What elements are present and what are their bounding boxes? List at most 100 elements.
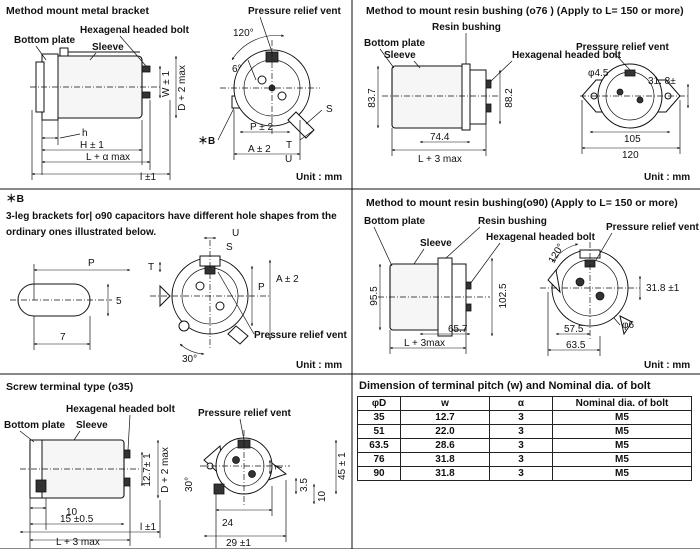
table-cell: M5 [552,466,692,481]
p3-u-dim: U [232,228,239,239]
p1-h1-dim: H ± 1 [80,140,104,151]
p3-seven-dim: 7 [60,332,66,343]
panel1-title: Method mount metal bracket [6,5,149,17]
table-cell: M5 [552,410,692,425]
table-cell: 51 [357,424,401,439]
table-cell: 63.5 [357,438,401,453]
p5-dim-15: 15 ±0.5 [60,514,94,525]
p5-dim-l1: l ±1 [140,522,156,533]
p2-dim-120: 120 [622,150,639,161]
table-row: 63.5 28.6 3 M5 [357,438,692,453]
capacitor-side-view [30,47,160,121]
three-leg-bracket-front [150,240,270,350]
table-cell: 3 [489,452,553,467]
table-row: 35 12.7 3 M5 [357,410,692,425]
table-cell: 31.8 [400,466,490,481]
table-cell: 28.6 [400,438,490,453]
p2-dim-phi45: φ4.5 [588,68,609,79]
p5-pressure-vent-label: Pressure relief vent [198,408,291,419]
table-cell: M5 [552,438,692,453]
screw-terminal-side-view [20,439,140,499]
p1-angle-6: 6° [232,64,242,75]
panel-screw-terminal: Screw terminal type (o35) Hexagenal head… [4,381,348,549]
capacitor-76-front-view [580,63,690,129]
p5-hex-bolt-label: Hexagenal headed bolt [66,404,176,415]
p4-unit: Unit : mm [644,360,690,371]
p1-hex-bolt-label: Hexagenal headed bolt [80,25,190,36]
panel-metal-bracket: Method mount metal bracket Bottom plate … [6,5,342,183]
p1-l1-dim: l ±1 [140,172,156,183]
p2-dim-105: 105 [624,134,641,145]
p4-hex-bolt-label: Hexagenal headed bolt [486,232,596,243]
table-cell: 3 [489,410,553,425]
table-row: 51 22.0 3 M5 [357,424,692,439]
p4-dim-57-5: 57.5 [564,324,584,335]
panel4-title: Method to mount resin bushing(o90) (Appl… [366,197,678,209]
panel3-desc-line1: 3-leg brackets for| o90 capacitors have … [6,211,337,222]
table-cell: 3 [489,438,553,453]
p4-dim-phi6: φ6 [622,320,634,331]
p5-dim-7: 7 [274,464,285,470]
p1-la-dim: L + α max [86,152,130,163]
p4-dim-102-5: 102.5 [498,283,509,308]
dimension-table-section: Dimension of terminal pitch (w) and Nomi… [355,378,700,481]
table-row: 76 31.8 3 M5 [357,452,692,467]
panel-3-leg-bracket: ＊B 3-leg brackets for| o90 capacitors ha… [6,193,347,371]
p4-bottom-plate-label: Bottom plate [364,216,426,227]
table-header: w [400,396,490,411]
p2-dim-88-2: 88.2 [504,88,515,108]
p2-sleeve-label: Sleeve [384,50,416,61]
dimension-table-title: Dimension of terminal pitch (w) and Nomi… [359,380,651,392]
p3-pressure-vent-label: Pressure relief vent [254,330,347,341]
table-cell: M5 [552,452,692,467]
p2-dim-83-7: 83.7 [367,88,378,108]
p1-b-label: ＊B [198,135,215,147]
table-cell: 22.0 [400,424,490,439]
p5-dim-29: 29 ±1 [226,538,251,549]
p4-dim-65-7: 65.7 [448,324,468,335]
p3-s-dim: S [226,242,233,253]
p1-w-dim: W ± 1 [161,71,172,97]
p5-bottom-plate-label: Bottom plate [4,420,66,431]
p1-p-dim: P ± 2 [250,122,274,133]
p2-dim-l3: L + 3 max [418,154,462,165]
p1-h-dim: h [82,128,88,139]
p4-dim-31-8: 31.8 ±1 [646,283,680,294]
p3-angle-30: 30° [182,354,197,365]
p4-dim-63-5: 63.5 [566,340,586,351]
table-cell: 90 [357,466,401,481]
table-cell: 12.7 [400,410,490,425]
p3-p2-dim: P [258,282,265,293]
p5-sleeve-label: Sleeve [76,420,108,431]
capacitor-90-front-view [540,242,640,340]
p2-bottom-plate-label: Bottom plate [364,38,426,49]
p1-d-dim: D + 2 max [177,65,188,111]
p2-hex-bolt-label: Hexagenal headed bolt [512,50,622,61]
p2-dim-74-4: 74.4 [430,132,450,143]
table-cell: 3 [489,466,553,481]
panel-resin-bushing-90: Method to mount resin bushing(o90) (Appl… [364,197,699,371]
p1-s-dim: S [326,104,333,115]
table-header: α [489,396,553,411]
p2-dim-31-8: 31. 8± [648,76,676,87]
table-header: φD [357,396,401,411]
p4-dim-l3: L + 3max [404,338,445,349]
p1-sleeve-label: Sleeve [92,42,124,53]
p5-dim-3-5: 3.5 [299,478,310,492]
p2-unit: Unit : mm [644,172,690,183]
p5-angle-30: 30° [184,477,195,492]
p1-a-dim: A ± 2 [248,144,271,155]
p4-sleeve-label: Sleeve [420,238,452,249]
table-header-row: φD w α Nominal dia. of bolt [357,396,692,411]
table-cell: 35 [357,410,401,425]
table-cell: 3 [489,424,553,439]
table-cell: 76 [357,452,401,467]
p4-resin-bushing-label: Resin bushing [478,216,547,227]
p2-resin-bushing-label: Resin bushing [432,22,501,33]
p4-dim-95-5: 95.5 [369,286,380,306]
p1-bottom-plate-label: Bottom plate [14,35,76,46]
p5-dim-10a: 10 [66,507,78,518]
p5-dim-45: 45 ± 1 [337,452,348,480]
